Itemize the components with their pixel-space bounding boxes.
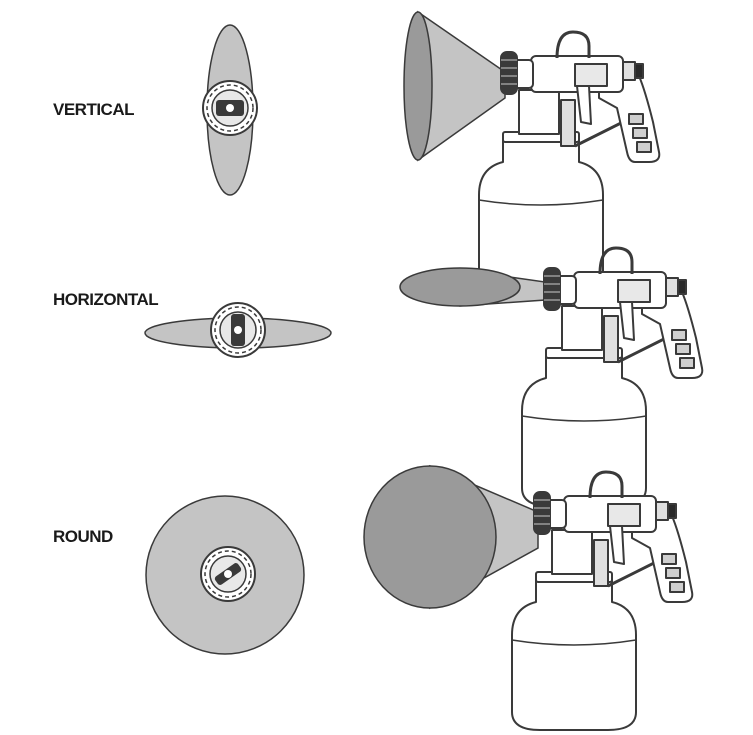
- pattern-label-vertical: VERTICAL: [53, 100, 135, 119]
- nozzle-cap-icon: [202, 80, 258, 136]
- spray-gun-icon: [510, 470, 694, 732]
- pattern-label-horizontal: HORIZONTAL: [53, 290, 159, 309]
- round-spray-face: [363, 465, 497, 609]
- spray-gun-icon: [477, 30, 661, 292]
- spray-gun-icon: [520, 246, 704, 508]
- nozzle-cap-icon: [200, 546, 256, 602]
- horizontal-spray-face: [399, 267, 521, 307]
- vertical-spray-face: [403, 11, 433, 161]
- nozzle-cap-icon: [210, 302, 266, 358]
- pattern-label-round: ROUND: [53, 527, 113, 546]
